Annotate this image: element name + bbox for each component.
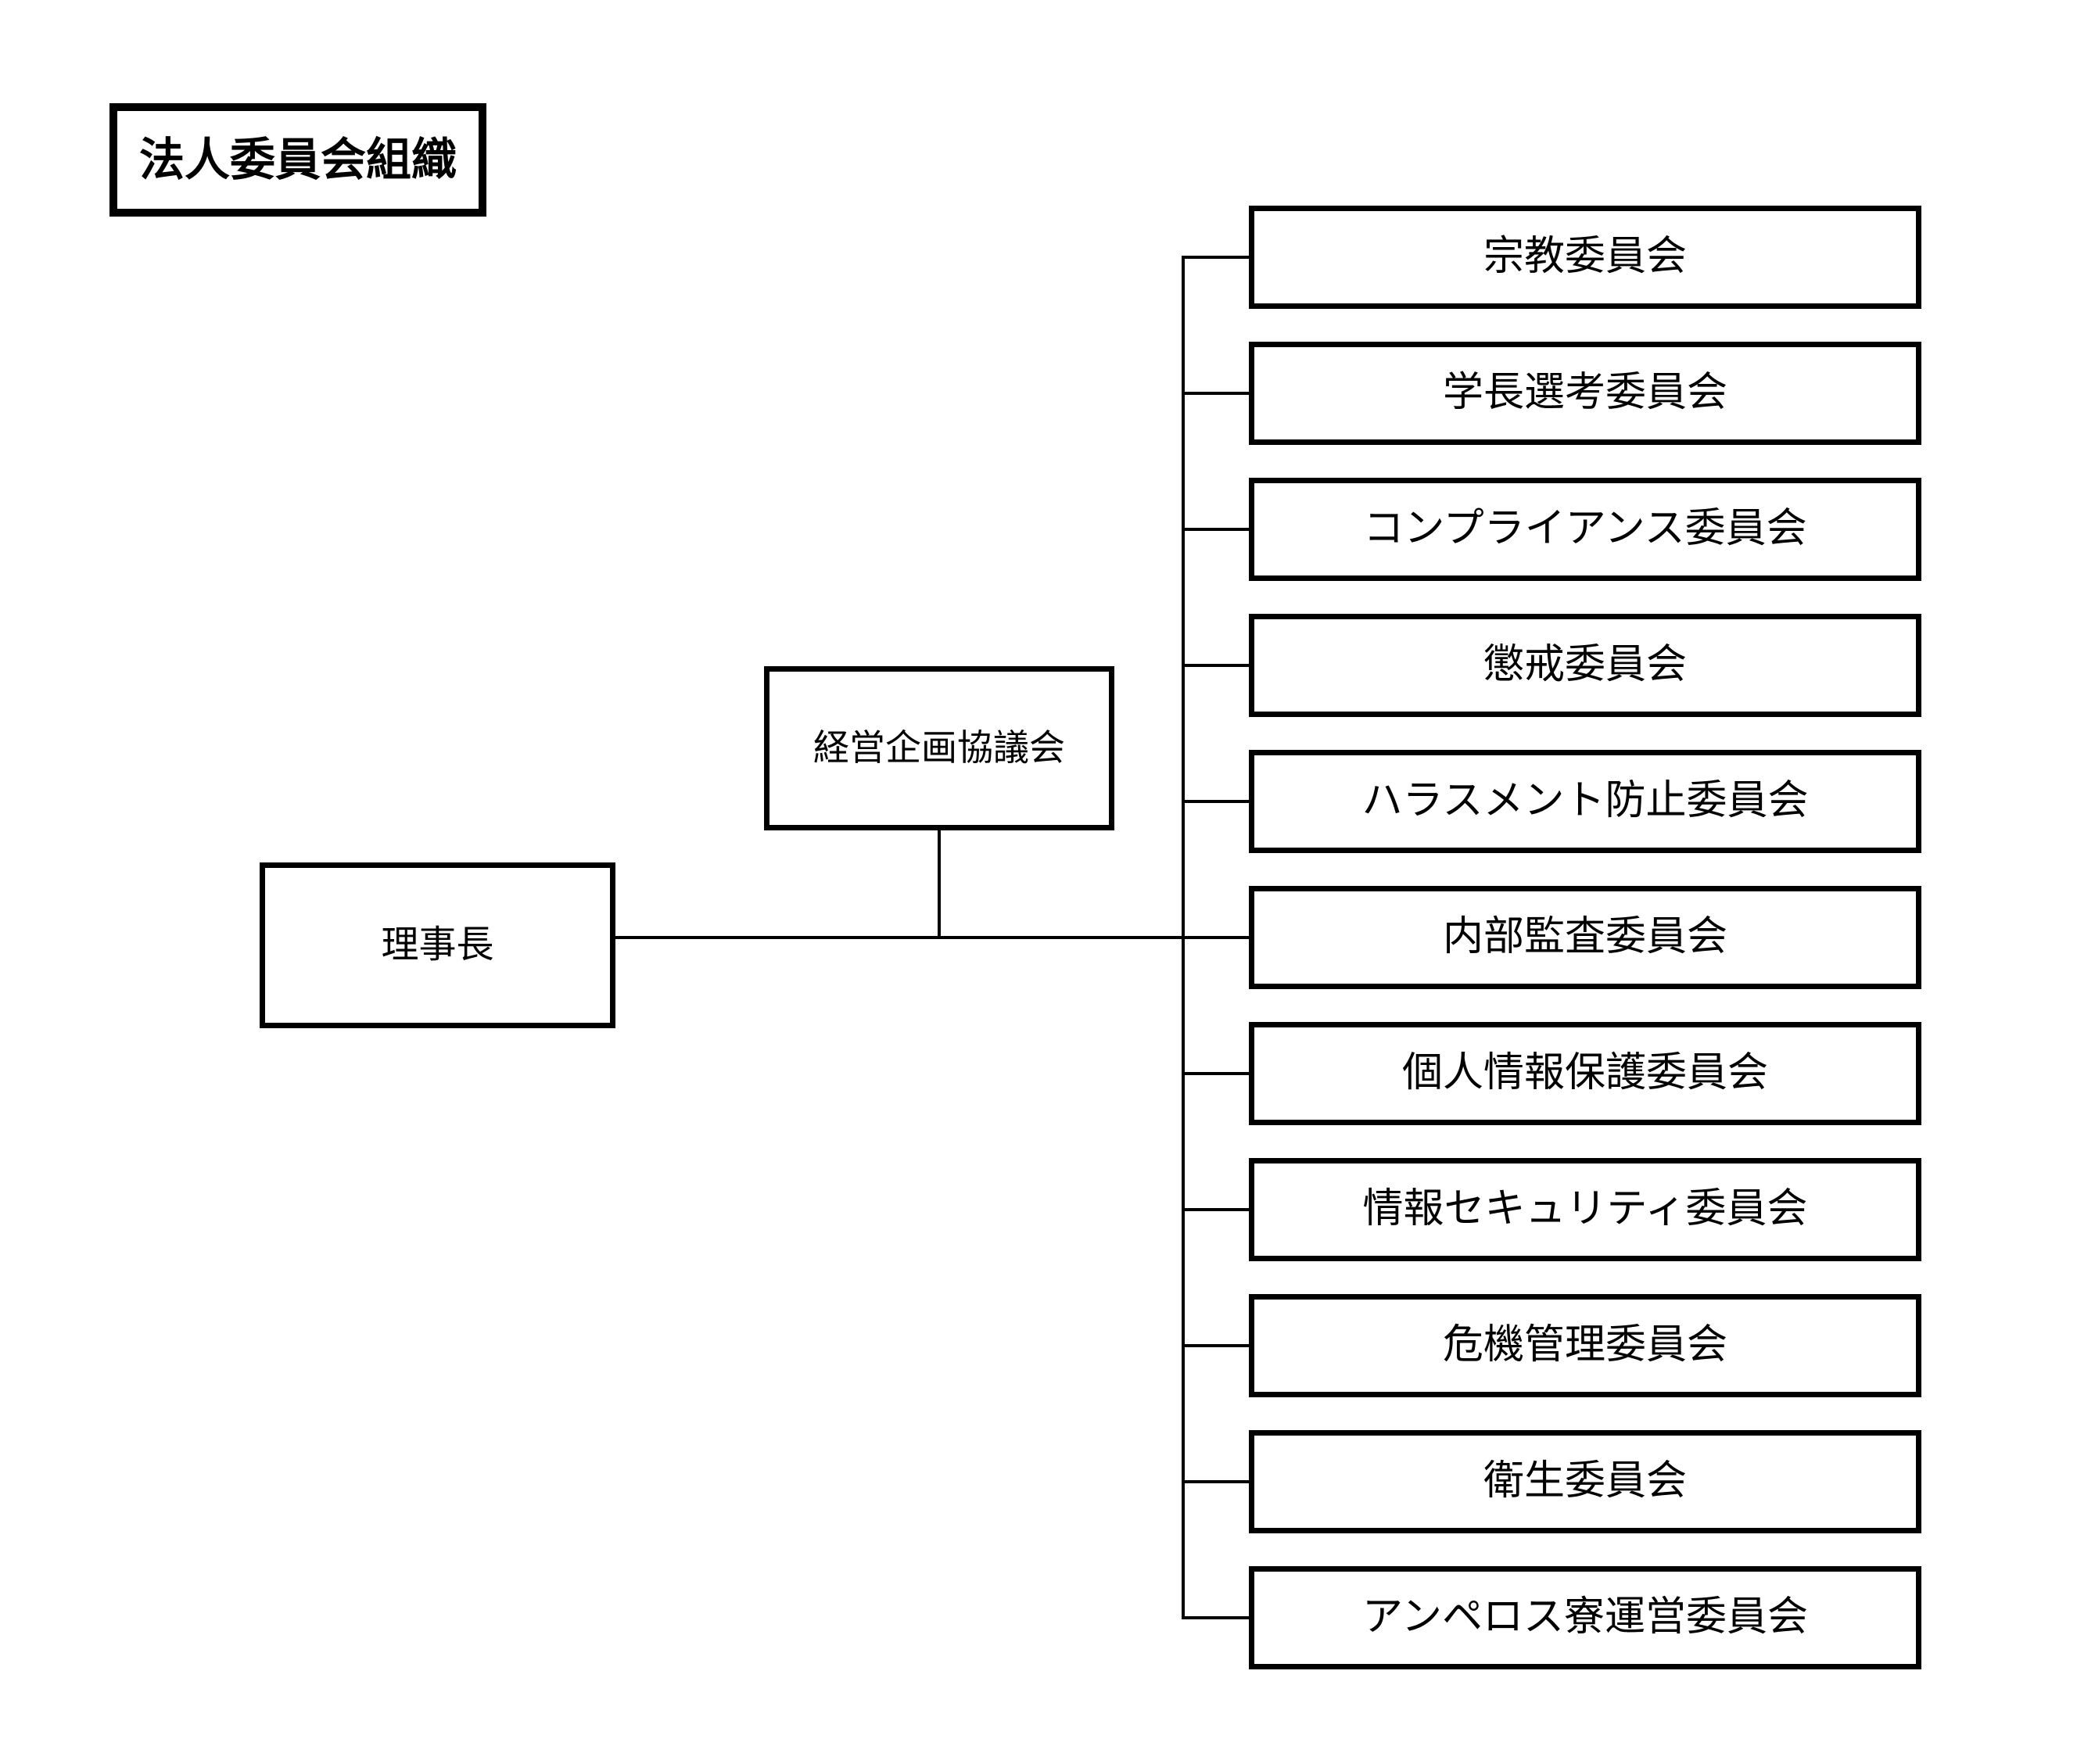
connector-committee-stub bbox=[1182, 664, 1249, 667]
connector-committee-stub bbox=[1182, 936, 1249, 939]
committee-box: 情報セキュリティ委員会 bbox=[1249, 1158, 1921, 1261]
committee-label: 懲戒委員会 bbox=[1483, 643, 1687, 687]
committee-label: 学長選考委員会 bbox=[1442, 371, 1727, 415]
connector-committee-stub bbox=[1182, 1072, 1249, 1075]
connector-committee-stub bbox=[1182, 1344, 1249, 1347]
committee-label: 衛生委員会 bbox=[1483, 1459, 1687, 1504]
connector-committee-stub bbox=[1182, 1616, 1249, 1619]
connector-chairman-line bbox=[615, 936, 1249, 939]
committee-label: 宗教委員会 bbox=[1483, 235, 1687, 279]
committee-box: 懲戒委員会 bbox=[1249, 614, 1921, 717]
committee-box: ハラスメント防止委員会 bbox=[1249, 750, 1921, 853]
committee-box: 衛生委員会 bbox=[1249, 1430, 1921, 1533]
connector-committee-stub bbox=[1182, 392, 1249, 395]
connector-committee-stub bbox=[1182, 800, 1249, 803]
committee-label: アンペロス寮運営委員会 bbox=[1362, 1595, 1808, 1640]
committee-box: 学長選考委員会 bbox=[1249, 342, 1921, 445]
connector-committee-stub bbox=[1182, 528, 1249, 531]
connector-committee-stub bbox=[1182, 1480, 1249, 1483]
council-label: 経営企画協議会 bbox=[813, 728, 1065, 768]
chairman-label: 理事長 bbox=[381, 924, 494, 966]
committee-label: コンプライアンス委員会 bbox=[1363, 507, 1807, 551]
committee-box: 危機管理委員会 bbox=[1249, 1294, 1921, 1397]
chairman-box: 理事長 bbox=[260, 862, 615, 1028]
committee-box: コンプライアンス委員会 bbox=[1249, 478, 1921, 581]
council-box: 経営企画協議会 bbox=[764, 666, 1114, 830]
chart-title: 法人委員会組織 bbox=[138, 134, 457, 185]
committee-label: 情報セキュリティ委員会 bbox=[1362, 1187, 1808, 1232]
connector-committee-stub bbox=[1182, 256, 1249, 259]
connector-committee-stub bbox=[1182, 1208, 1249, 1211]
committee-label: 危機管理委員会 bbox=[1442, 1323, 1727, 1368]
committee-label: ハラスメント防止委員会 bbox=[1361, 779, 1809, 823]
committee-box: 個人情報保護委員会 bbox=[1249, 1022, 1921, 1125]
committee-box: 宗教委員会 bbox=[1249, 206, 1921, 309]
committee-box: 内部監査委員会 bbox=[1249, 886, 1921, 989]
committee-label: 内部監査委員会 bbox=[1442, 915, 1727, 959]
connector-council-drop bbox=[938, 830, 941, 939]
committee-box: アンペロス寮運営委員会 bbox=[1249, 1566, 1921, 1669]
chart-title-box: 法人委員会組織 bbox=[109, 103, 486, 217]
committee-label: 個人情報保護委員会 bbox=[1401, 1051, 1768, 1095]
